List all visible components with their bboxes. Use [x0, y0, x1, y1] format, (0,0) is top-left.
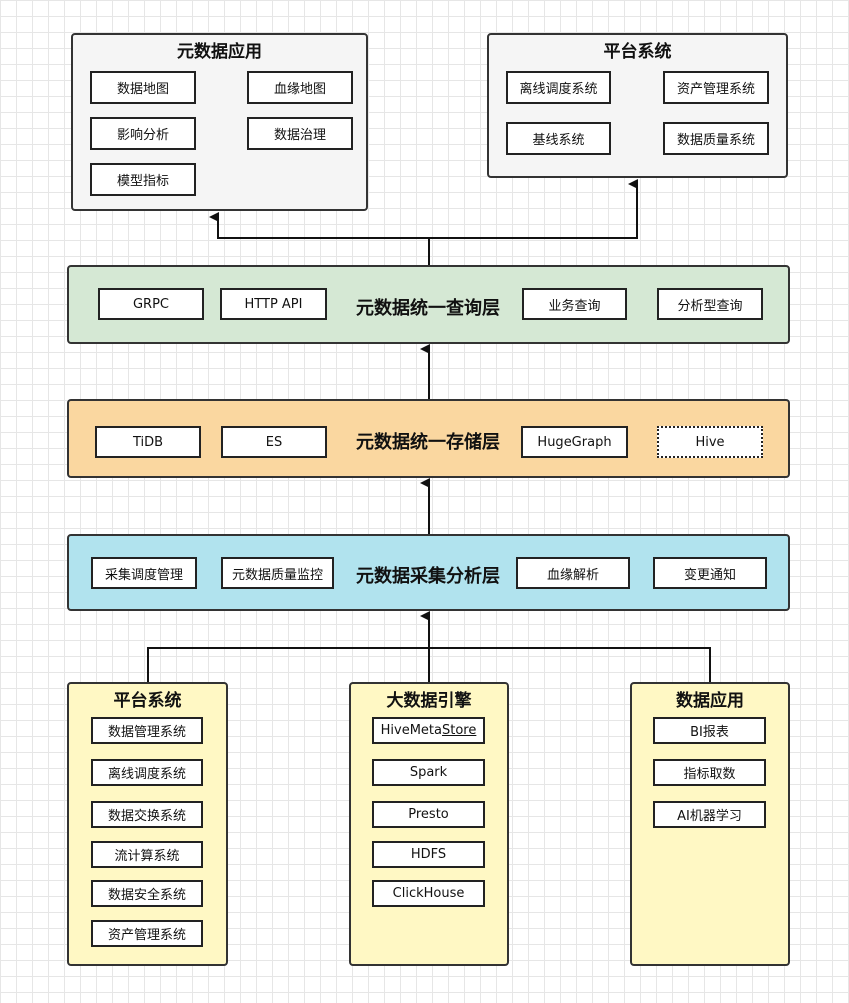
node-business-query[interactable]: 业务查询 [522, 288, 627, 320]
node-data-map[interactable]: 数据地图 [90, 71, 196, 104]
node-hdfs[interactable]: HDFS [372, 841, 485, 868]
bigdata-title: 大数据引擎 [386, 691, 472, 711]
node-hugegraph[interactable]: HugeGraph [521, 426, 628, 458]
node-stream-computing[interactable]: 流计算系统 [91, 841, 203, 868]
query-layer-title: 元数据统一查询层 [356, 298, 500, 319]
node-data-governance[interactable]: 数据治理 [247, 117, 353, 150]
node-change-notify[interactable]: 变更通知 [653, 557, 767, 589]
node-data-management[interactable]: 数据管理系统 [91, 717, 203, 744]
node-hive[interactable]: Hive [657, 426, 763, 458]
node-offline-scheduling-2[interactable]: 离线调度系统 [91, 759, 203, 786]
node-analytic-query[interactable]: 分析型查询 [657, 288, 763, 320]
storage-layer-title: 元数据统一存储层 [356, 432, 500, 453]
node-asset-management-2[interactable]: 资产管理系统 [91, 920, 203, 947]
node-lineage-parse[interactable]: 血缘解析 [516, 557, 630, 589]
node-collect-scheduling[interactable]: 采集调度管理 [91, 557, 197, 589]
edge-query-to-top [209, 212, 430, 265]
edge-query-to-platform [429, 179, 638, 239]
platform-top-box: 平台系统 [487, 33, 788, 178]
data-apps-title: 数据应用 [676, 691, 744, 711]
node-es[interactable]: ES [221, 426, 327, 458]
node-model-metrics[interactable]: 模型指标 [90, 163, 196, 196]
node-presto[interactable]: Presto [372, 801, 485, 828]
node-baseline-system[interactable]: 基线系统 [506, 122, 611, 155]
metadata-apps-title: 元数据应用 [177, 42, 262, 62]
node-lineage-map[interactable]: 血缘地图 [247, 71, 353, 104]
platform-bottom-title: 平台系统 [113, 691, 182, 711]
node-impact-analysis[interactable]: 影响分析 [90, 117, 196, 150]
edge-sources-to-collect [147, 647, 711, 682]
node-data-exchange[interactable]: 数据交换系统 [91, 801, 203, 828]
node-tidb[interactable]: TiDB [95, 426, 201, 458]
node-grpc[interactable]: GRPC [98, 288, 204, 320]
hivemetastore-suffix: Store [441, 723, 477, 738]
node-metric-fetch[interactable]: 指标取数 [653, 759, 766, 786]
node-http-api[interactable]: HTTP API [220, 288, 327, 320]
node-clickhouse[interactable]: ClickHouse [372, 880, 485, 907]
node-bi-report[interactable]: BI报表 [653, 717, 766, 744]
node-metadata-quality-monitor[interactable]: 元数据质量监控 [221, 557, 334, 589]
node-data-quality[interactable]: 数据质量系统 [663, 122, 769, 155]
node-asset-management[interactable]: 资产管理系统 [663, 71, 769, 104]
platform-top-title: 平台系统 [603, 42, 672, 62]
hivemetastore-prefix: HiveMeta [380, 723, 442, 738]
node-data-security[interactable]: 数据安全系统 [91, 880, 203, 907]
collect-layer-title: 元数据采集分析层 [356, 566, 500, 587]
node-offline-scheduling[interactable]: 离线调度系统 [506, 71, 611, 104]
node-spark[interactable]: Spark [372, 759, 485, 786]
node-ai-ml[interactable]: AI机器学习 [653, 801, 766, 828]
